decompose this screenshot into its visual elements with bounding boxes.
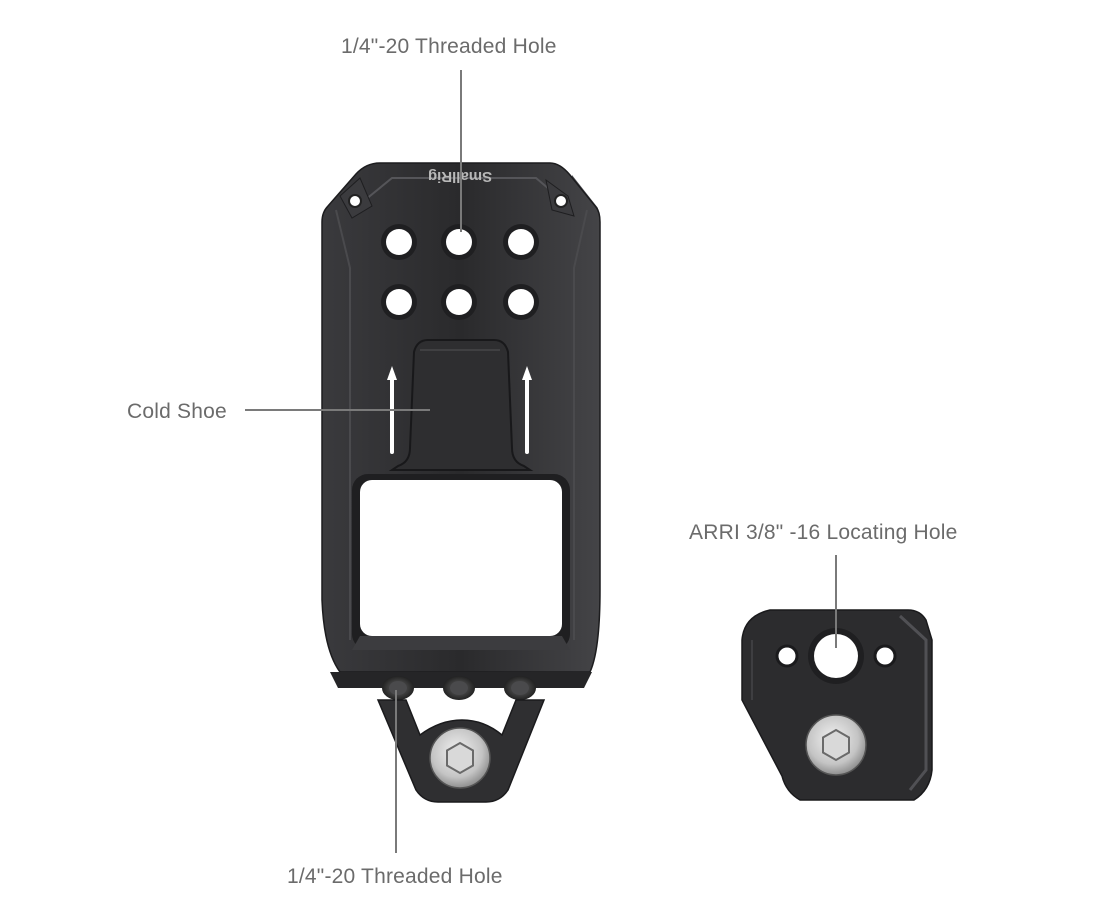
arrow-up-icon <box>387 366 397 454</box>
corner-hole-left <box>339 177 373 219</box>
threaded-hole <box>503 284 539 320</box>
plate-chamfer-right <box>573 209 588 640</box>
arrow-up-icon <box>522 366 532 454</box>
threaded-hole-grid <box>381 224 539 320</box>
side-threaded-hole <box>504 676 536 700</box>
leader-lines <box>245 70 837 853</box>
arri-locating-plate <box>741 609 933 801</box>
hex-socket-icon <box>822 728 850 762</box>
rectangular-cutout <box>352 474 570 650</box>
arri-small-hole <box>873 644 897 668</box>
threaded-hole <box>441 224 477 260</box>
callout-top-threaded-hole: 1/4"-20 Threaded Hole <box>341 35 557 58</box>
mount-arm <box>376 699 546 803</box>
side-threaded-hole <box>443 676 475 700</box>
plate-chamfer-left <box>335 209 351 640</box>
callout-cold-shoe: Cold Shoe <box>127 400 227 423</box>
callout-arri-locating-hole: ARRI 3/8" -16 Locating Hole <box>689 521 958 544</box>
threaded-hole <box>381 284 417 320</box>
threaded-hole <box>381 224 417 260</box>
arri-small-hole <box>775 644 799 668</box>
bottom-threaded-holes <box>382 676 536 700</box>
cold-shoe-slot <box>388 339 534 471</box>
hex-socket-icon <box>446 741 474 775</box>
corner-hole-right <box>545 178 575 217</box>
side-threaded-hole <box>382 676 414 700</box>
threaded-hole <box>503 224 539 260</box>
callout-bottom-threaded-hole: 1/4"-20 Threaded Hole <box>287 865 503 888</box>
main-mounting-plate: SmallRig <box>321 162 601 803</box>
threaded-hole <box>441 284 477 320</box>
